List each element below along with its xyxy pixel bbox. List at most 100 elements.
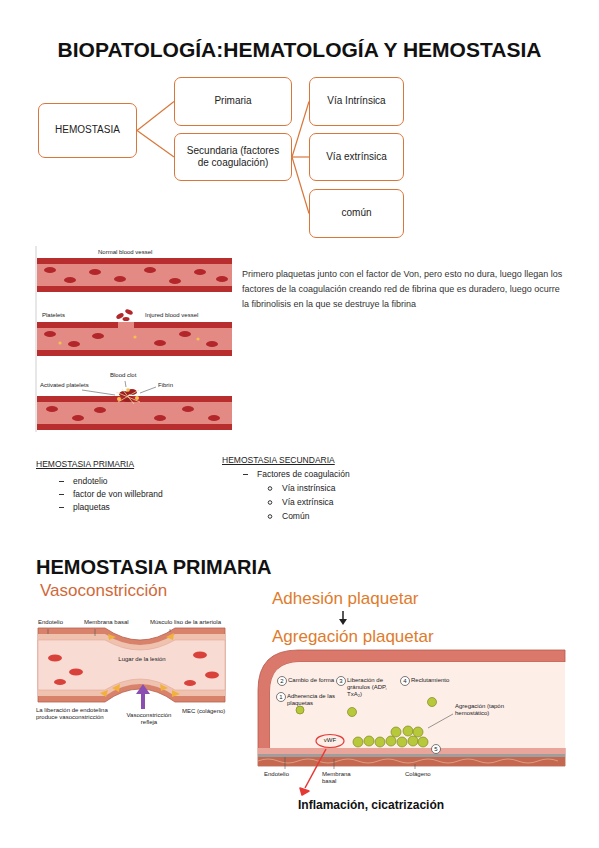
figure-label: 5 [432,746,440,753]
line-shape [243,474,248,475]
circle-shape [296,706,304,714]
line-shape [95,629,96,636]
section-heading: HEMOSTASIA PRIMARIA [36,459,206,469]
ellipse-shape [92,333,104,339]
figure-label: MEC (colágeno) [182,708,227,715]
connector-line [292,157,309,214]
figure-label: Platelets [42,312,82,319]
ellipse-shape [169,278,181,284]
ellipse-shape [316,735,344,748]
figure-label: Membrana basal [322,771,362,785]
ellipse-shape [179,331,191,337]
connector-line [137,102,174,131]
figure-label: Liberación de gránulos (ADP, TxA₂) [347,677,402,699]
connector-line [292,102,309,158]
connector-line [292,156,309,157]
circle-shape [58,341,61,344]
figure-label: Endotelio [264,771,300,778]
reflex-arrow [136,684,150,709]
path-shape [100,690,108,697]
g-shape [100,633,180,697]
ellipse-shape [68,341,80,347]
ellipse-shape [124,308,133,315]
circle-shape [278,677,287,686]
figure-label: Blood clot [110,372,150,379]
concept-box: Vía Intrínsica [309,77,404,126]
box-text: Primaria [214,95,251,108]
rect-shape [118,322,134,328]
line-shape [334,759,335,769]
path-shape [258,759,558,763]
ellipse-shape [144,267,156,273]
circle-shape [428,698,437,707]
concept-box: común [309,189,404,238]
figure-label: La liberación de endotelina produce vaso… [36,707,116,721]
circle-shape [133,335,136,338]
line-shape [59,507,64,508]
g-shape [48,652,219,687]
circle-shape [268,501,272,505]
connector-line [137,131,174,158]
path-shape [270,662,565,748]
figure-label: Común [282,511,422,521]
figure-label: factor de von willebrand [73,489,213,499]
path-shape [300,788,309,795]
figure-label: Lugar de la lesión [112,656,172,663]
ellipse-shape [54,679,66,685]
figure-label: HEMOSTASIA PRIMARIA [36,555,336,579]
figure-label: Endotelio [38,619,78,626]
path-shape [258,650,565,766]
figure-label: Injured blood vessel [145,312,225,319]
g-shape [58,335,199,344]
line-shape [59,494,64,495]
circle-shape [408,736,418,746]
line-shape [125,381,126,387]
line-shape [415,764,416,769]
path-shape [38,634,225,696]
ellipse-shape [123,317,130,321]
figure-label: plaquetas [73,502,213,512]
figure-label: 2 [278,678,286,685]
line-shape [285,757,286,769]
figure-label: Cambio de forma [288,677,336,684]
ellipse-shape [184,680,196,686]
circle-shape [432,745,441,754]
figure-label: endotelio [73,476,213,486]
ellipse-shape [208,415,220,421]
path-shape [108,634,116,640]
circle-shape [386,736,396,746]
line-shape [59,481,64,482]
figure-label: Vasoconstricción [40,581,228,601]
ellipse-shape [44,267,56,273]
circle-shape [135,396,139,400]
ellipse-shape [216,276,228,282]
figure-label: Inflamación, cicatrización [298,798,518,812]
circle-shape [268,515,272,519]
path-shape [136,684,150,694]
ellipse-shape [72,415,84,421]
box-text: Vía Intrínsica [327,95,385,108]
figure-label: Adhesión plaquetar [272,589,492,609]
path-shape [38,628,225,702]
path-shape [166,633,174,640]
ellipse-shape [64,277,76,283]
circle-shape [337,677,346,686]
ellipse-shape [182,406,194,412]
figure-label: Músculo liso de la arteriola [150,619,228,626]
box-text: común [341,207,371,220]
box-text: HEMOSTASIA [55,124,120,137]
line-shape [36,246,37,432]
ellipse-shape [154,340,166,346]
circle-shape [397,737,407,747]
rect-shape [37,396,232,430]
circle-shape [375,737,385,747]
blood-clot [116,388,140,404]
figure-label: Membrana basal [84,619,139,626]
callout-circles [277,677,441,754]
g-shape [296,698,437,748]
path-shape [112,684,120,692]
circle-shape [268,487,272,491]
figure-label: Colágeno [405,771,445,778]
circle-shape [403,726,413,736]
section-heading: HEMOSTASIA SECUNDARIA [222,455,392,465]
